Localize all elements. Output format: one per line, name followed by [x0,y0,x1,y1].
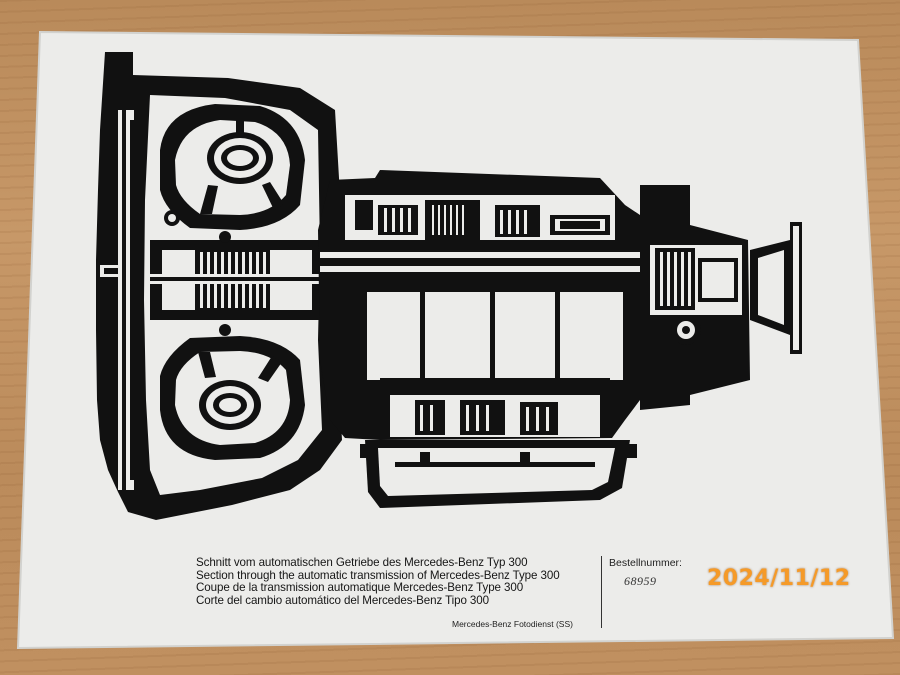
caption-spanish: Corte del cambio automático del Mercedes… [196,593,489,607]
caption-german: Schnitt vom automatischen Getriebe des M… [196,556,528,569]
caption-block: Schnitt vom automatischen Getriebe des M… [196,556,586,607]
caption-french: Coupe de la transmission automatique Mer… [196,581,524,595]
camera-date-stamp: 2024/11/12 [707,566,851,591]
order-number-value: 68959 [624,574,657,588]
photo-credit: Mercedes-Benz Fotodienst (SS) [452,619,573,629]
gearbox-housing [318,170,650,440]
upper-torque-converter [160,104,305,230]
oil-pan [360,440,637,508]
caption-divider [601,556,602,628]
order-number-label: Bestellnummer: [609,557,682,569]
tail-housing [640,185,802,410]
lower-torque-converter [160,336,305,460]
caption-english: Section through the automatic transmissi… [196,568,560,582]
converter-hub [150,210,330,336]
